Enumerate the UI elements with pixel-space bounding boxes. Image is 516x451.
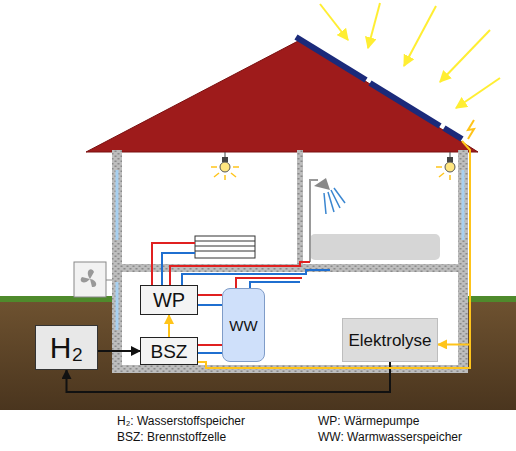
sun-rays — [320, 3, 500, 108]
shower — [310, 178, 345, 262]
heat-pump-box: WP — [140, 285, 198, 315]
windows — [117, 170, 463, 330]
legend-text: H₂: Wasserstoffspeicher — [117, 414, 245, 428]
fuel-cell-box: BSZ — [140, 337, 198, 365]
solar-panels — [296, 37, 462, 139]
radiator — [195, 236, 255, 258]
hydrogen-store: H₂ — [35, 325, 98, 370]
node-label: H₂ — [50, 333, 83, 363]
bathtub — [310, 234, 440, 260]
legend-text: WW: Warmwasserspeicher — [318, 430, 462, 444]
node-label: Elektrolyse — [348, 332, 431, 349]
fan-unit — [74, 262, 112, 297]
connector — [67, 362, 391, 392]
electrolyser-box: Elektrolyse — [342, 318, 438, 362]
legend-text: WP: Wärmepumpe — [318, 414, 419, 428]
legend-entry: BSZ: Brennstoffzelle — [117, 430, 226, 444]
legend-entry: H₂: Wasserstoffspeicher — [117, 414, 245, 428]
connector — [98, 350, 140, 352]
lamps — [211, 152, 455, 180]
legend-text: BSZ: Brennstoffzelle — [117, 430, 226, 444]
legend-entry: WW: Warmwasserspeicher — [318, 430, 462, 444]
node-label: WW — [229, 318, 257, 333]
connector — [198, 344, 222, 346]
solar-wire — [462, 141, 470, 345]
node-label: WP — [153, 290, 185, 310]
roof — [86, 40, 478, 152]
connector — [168, 315, 170, 337]
lightning-symbol — [468, 120, 474, 139]
house-interior — [112, 150, 468, 372]
walls — [112, 150, 468, 373]
legend-entry: WP: Wärmepumpe — [318, 414, 419, 428]
hot-water-tank: WW — [222, 288, 265, 362]
node-label: BSZ — [151, 342, 188, 361]
connector — [198, 294, 222, 296]
